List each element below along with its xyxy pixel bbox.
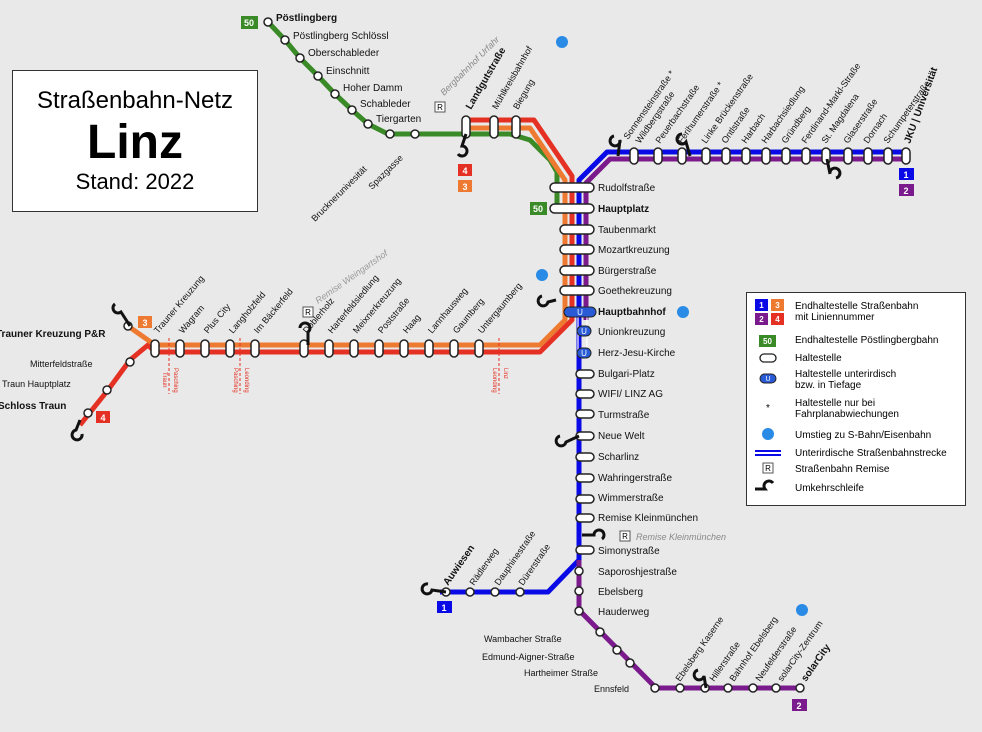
svg-text:Traun: Traun bbox=[161, 372, 167, 387]
svg-text:Goethekreuzung: Goethekreuzung bbox=[598, 286, 672, 297]
svg-text:Saporoshjestraße: Saporoshjestraße bbox=[598, 567, 677, 578]
svg-text:Scharlinz: Scharlinz bbox=[598, 452, 639, 463]
svg-text:Trauner Kreuzung P&R: Trauner Kreuzung P&R bbox=[0, 329, 106, 340]
svg-text:U: U bbox=[581, 349, 587, 358]
line-4-route bbox=[78, 117, 575, 427]
svg-text:Bulgari-Platz: Bulgari-Platz bbox=[598, 369, 655, 380]
map-legend: 1 3 2 4 50 U * R Endhaltestelle Straßenb… bbox=[746, 292, 966, 506]
svg-text:Einschnitt: Einschnitt bbox=[326, 66, 370, 77]
svg-text:2: 2 bbox=[796, 701, 801, 711]
legend-terminus-poestlingbergbahn: Endhaltestelle Pöstlingbergbahn bbox=[795, 335, 939, 346]
svg-text:*: * bbox=[766, 403, 770, 414]
svg-text:R: R bbox=[622, 532, 628, 541]
svg-text:3: 3 bbox=[462, 182, 467, 192]
legend-line-number: mit Liniennummer bbox=[795, 312, 875, 323]
svg-text:Wahringerstraße: Wahringerstraße bbox=[598, 473, 673, 484]
boundary-labels: Traun Pasching Pasching Leonding Leondin… bbox=[161, 368, 508, 393]
legend-stop: Haltestelle bbox=[795, 353, 842, 364]
svg-text:Leonding: Leonding bbox=[491, 368, 497, 393]
svg-text:Schableder: Schableder bbox=[360, 99, 411, 110]
map-title-box: Straßenbahn-Netz Linz Stand: 2022 bbox=[12, 70, 258, 212]
svg-text:Simonystraße: Simonystraße bbox=[598, 546, 660, 557]
svg-text:Brucknerunivesität: Brucknerunivesität bbox=[309, 164, 369, 224]
svg-text:1: 1 bbox=[903, 170, 908, 180]
svg-text:Schloss Traun: Schloss Traun bbox=[0, 401, 66, 412]
municipal-boundaries bbox=[168, 338, 500, 394]
svg-text:Hauderweg: Hauderweg bbox=[598, 607, 649, 618]
svg-text:R: R bbox=[305, 308, 311, 317]
svg-text:4: 4 bbox=[100, 413, 105, 423]
map-title: Linz bbox=[87, 116, 183, 169]
svg-text:2: 2 bbox=[759, 315, 764, 324]
legend-deviation-1: Haltestelle nur bei bbox=[795, 398, 876, 409]
svg-text:Ebelsberg: Ebelsberg bbox=[598, 587, 643, 598]
svg-text:R: R bbox=[437, 103, 443, 112]
svg-text:U: U bbox=[581, 327, 587, 336]
legend-deviation-2: Fahrplanabwiechungen bbox=[795, 409, 899, 420]
svg-text:WIFI/ LINZ AG: WIFI/ LINZ AG bbox=[598, 389, 663, 400]
map-date: Stand: 2022 bbox=[75, 169, 195, 194]
svg-text:R: R bbox=[765, 464, 771, 473]
svg-text:2: 2 bbox=[903, 186, 908, 196]
svg-text:Spazgasse: Spazgasse bbox=[366, 153, 405, 192]
legend-loop: Umkehrschleife bbox=[795, 483, 864, 494]
svg-text:50: 50 bbox=[244, 18, 254, 28]
svg-text:Unionkreuzung: Unionkreuzung bbox=[598, 327, 665, 338]
svg-text:Linz: Linz bbox=[502, 368, 508, 379]
svg-text:Herz-Jesu-Kirche: Herz-Jesu-Kirche bbox=[598, 348, 676, 359]
svg-text:Wimmerstraße: Wimmerstraße bbox=[598, 493, 664, 504]
svg-text:Pasching: Pasching bbox=[172, 368, 178, 393]
svg-text:Turmstraße: Turmstraße bbox=[598, 410, 650, 421]
line-badges: 50 4 3 50 1 2 3 4 1 2 bbox=[96, 16, 914, 711]
svg-text:50: 50 bbox=[763, 337, 772, 346]
svg-text:1: 1 bbox=[759, 301, 764, 310]
svg-text:4: 4 bbox=[462, 166, 467, 176]
svg-text:3: 3 bbox=[142, 318, 147, 328]
svg-text:1: 1 bbox=[441, 603, 446, 613]
legend-depot: Straßenbahn Remise bbox=[795, 464, 890, 475]
svg-text:U: U bbox=[577, 308, 583, 317]
svg-text:Pasching: Pasching bbox=[232, 368, 238, 393]
svg-text:Haag: Haag bbox=[401, 312, 422, 335]
svg-text:Rudolfstraße: Rudolfstraße bbox=[598, 183, 656, 194]
svg-text:Remise Kleinmünchen: Remise Kleinmünchen bbox=[636, 532, 726, 542]
svg-text:3: 3 bbox=[775, 301, 780, 310]
svg-text:Pöstlingberg Schlössl: Pöstlingberg Schlössl bbox=[293, 31, 389, 42]
svg-text:Mozartkreuzung: Mozartkreuzung bbox=[598, 245, 670, 256]
svg-text:Neue Welt: Neue Welt bbox=[598, 431, 645, 442]
svg-text:Mitterfeldstraße: Mitterfeldstraße bbox=[30, 359, 93, 369]
svg-text:Untergaumberg: Untergaumberg bbox=[476, 281, 524, 335]
depot-icon: R R R bbox=[302, 101, 631, 542]
turning-loops bbox=[70, 132, 842, 689]
svg-text:Tiergarten: Tiergarten bbox=[376, 114, 421, 125]
svg-text:Oberschableder: Oberschableder bbox=[308, 48, 380, 59]
svg-text:Leonding: Leonding bbox=[243, 368, 249, 393]
station-markers bbox=[83, 17, 911, 693]
legend-terminus-tram: Endhaltestelle Straßenbahn bbox=[795, 301, 919, 312]
underground-stops: U U U bbox=[563, 306, 597, 359]
svg-text:Traun Hauptplatz: Traun Hauptplatz bbox=[2, 379, 71, 389]
svg-text:Hoher Damm: Hoher Damm bbox=[343, 83, 402, 94]
svg-text:Edmund-Aigner-Straße: Edmund-Aigner-Straße bbox=[482, 652, 575, 662]
svg-text:Remise Kleinmünchen: Remise Kleinmünchen bbox=[598, 513, 698, 524]
legend-symbols: 1 3 2 4 50 U * R bbox=[755, 299, 784, 491]
svg-text:Wambacher Straße: Wambacher Straße bbox=[484, 634, 562, 644]
legend-underground-2: bzw. in Tiefage bbox=[795, 380, 862, 391]
svg-text:50: 50 bbox=[533, 204, 543, 214]
map-subtitle: Straßenbahn-Netz bbox=[36, 87, 234, 114]
svg-text:Hauptbahnhof: Hauptbahnhof bbox=[598, 307, 666, 318]
legend-sbahn: Umstieg zu S-Bahn/Eisenbahn bbox=[795, 430, 932, 441]
svg-text:Ennsfeld: Ennsfeld bbox=[594, 684, 629, 694]
svg-text:Hauptplatz: Hauptplatz bbox=[598, 204, 649, 215]
svg-text:4: 4 bbox=[775, 315, 780, 324]
svg-text:U: U bbox=[765, 376, 770, 383]
legend-tunnel: Unterirdische Straßenbahnstrecke bbox=[795, 448, 947, 459]
svg-text:Pöstlingberg: Pöstlingberg bbox=[276, 13, 337, 24]
sbahn-transfer-icon bbox=[536, 36, 808, 616]
svg-text:Hartheimer Straße: Hartheimer Straße bbox=[524, 668, 598, 678]
svg-text:Taubenmarkt: Taubenmarkt bbox=[598, 225, 656, 236]
legend-underground-1: Haltestelle unterirdisch bbox=[795, 369, 897, 380]
svg-text:Bürgerstraße: Bürgerstraße bbox=[598, 266, 657, 277]
